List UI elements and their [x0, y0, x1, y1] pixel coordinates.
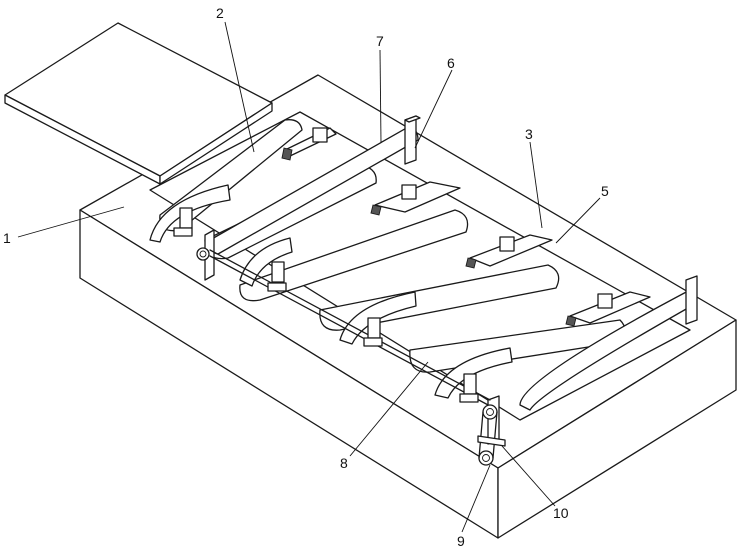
bracket-top-1: [281, 127, 337, 161]
bracket-top-3: [465, 234, 553, 269]
bracket-top-4: [565, 291, 651, 327]
label-10: 10: [553, 505, 569, 521]
bracket-low-2: [271, 261, 285, 283]
clamp-low-2: [267, 282, 287, 292]
bracket-low-3: [367, 317, 381, 339]
callout-leaders: [17, 21, 601, 533]
label-5: 5: [601, 183, 609, 199]
bracket-assemblies: [173, 127, 651, 403]
bracket-top-2: [370, 181, 461, 216]
label-9: 9: [457, 533, 465, 549]
clamp-low-4: [459, 393, 479, 403]
callout-labels: 1 2 7 6 3 5 8 9 10: [3, 5, 609, 549]
loose-plate: [4, 22, 273, 185]
drive-rod: [209, 249, 491, 407]
bracket-low-1: [179, 207, 193, 229]
pulley-assembly: [196, 247, 506, 466]
bracket-low-4: [463, 373, 477, 395]
label-2: 2: [216, 5, 224, 21]
label-7: 7: [376, 33, 384, 49]
clamp-low-1: [173, 227, 193, 237]
label-3: 3: [525, 126, 533, 142]
label-8: 8: [340, 455, 348, 471]
clamp-low-3: [363, 337, 383, 347]
label-6: 6: [447, 55, 455, 71]
label-1: 1: [3, 230, 11, 246]
